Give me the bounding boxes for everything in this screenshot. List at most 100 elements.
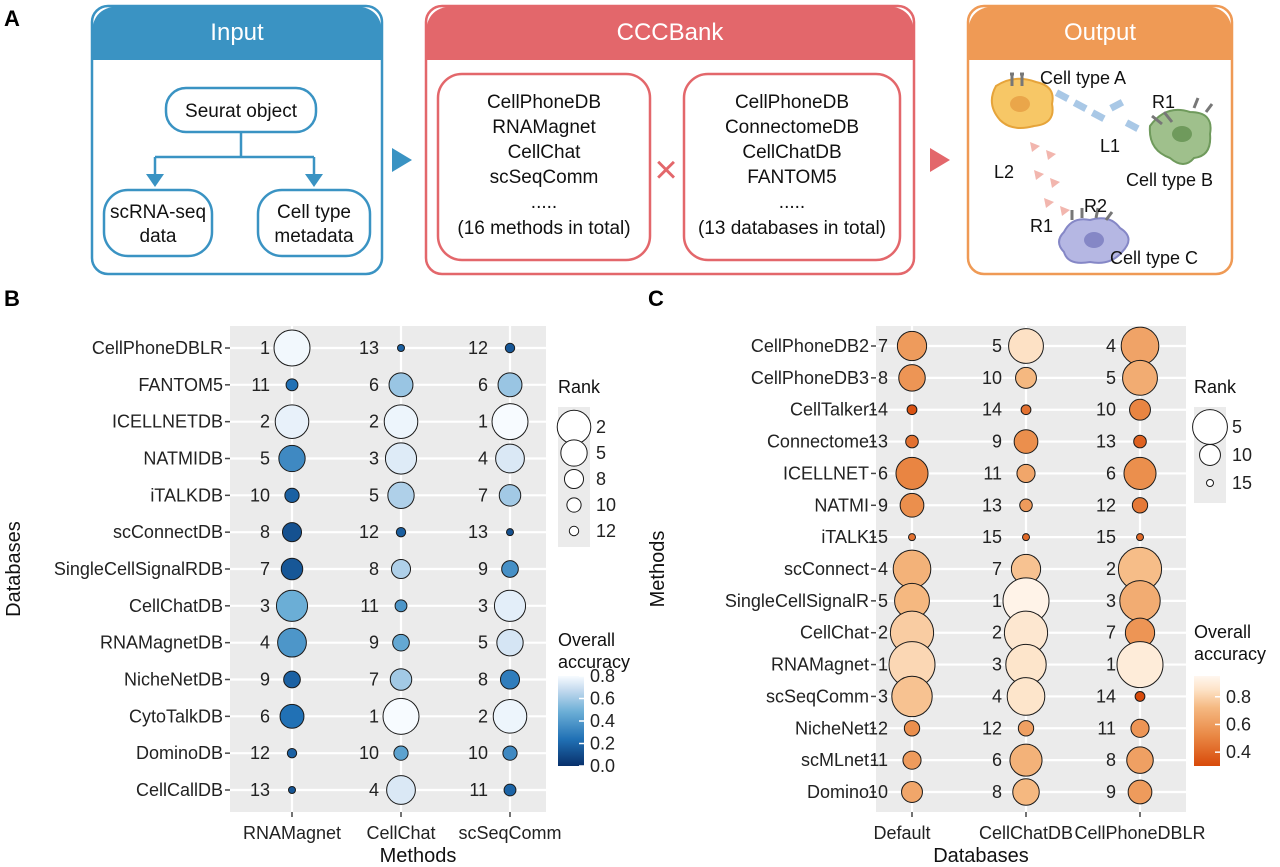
rna-node — [102, 188, 214, 258]
rank-label: 10 — [982, 368, 1002, 388]
bubble — [390, 558, 412, 580]
rank-label: 5 — [878, 591, 888, 611]
color-legend-label: 0.4 — [590, 711, 615, 731]
rank-label: 12 — [250, 743, 270, 763]
bubble — [497, 372, 523, 398]
cell-c-icon — [1058, 207, 1130, 264]
rna-label-1: scRNA-seq — [110, 202, 206, 223]
x-tick-label: RNAMagnet — [243, 823, 341, 843]
databases-list-box — [682, 72, 902, 262]
bubble — [277, 627, 307, 658]
rank-label: 14 — [1096, 686, 1116, 706]
cccbank-title: CCCBank — [617, 19, 725, 46]
bubble — [1015, 366, 1037, 389]
y-tick-label: CellChat — [800, 623, 869, 643]
l2-signal-triangles — [1030, 142, 1070, 216]
panel-label-b: B — [4, 286, 20, 311]
size-legend-circle — [1199, 444, 1221, 466]
rank-label: 3 — [260, 596, 270, 616]
rank-label: 15 — [868, 527, 888, 547]
bubble — [896, 330, 928, 362]
y-tick-label: FANTOM5 — [138, 375, 223, 395]
rank-label: 9 — [369, 633, 379, 653]
bubble — [1016, 463, 1036, 483]
rank-label: 11 — [869, 750, 888, 770]
method-item: CellChat — [508, 142, 582, 163]
color-legend-title: Overall — [1194, 622, 1251, 642]
rank-label: 15 — [1096, 527, 1116, 547]
bubble — [384, 442, 418, 475]
output-title: Output — [1064, 19, 1136, 46]
y-tick-label: Connectome — [767, 432, 869, 452]
y-tick-label: iTALKDB — [150, 485, 223, 505]
rank-label: 7 — [992, 559, 1002, 579]
rank-label: 9 — [992, 432, 1002, 452]
bubble — [502, 745, 518, 761]
rank-label: 9 — [478, 559, 488, 579]
bubble — [1009, 743, 1043, 777]
rank-label: 1 — [369, 706, 379, 726]
arrow-to-meta — [305, 174, 323, 187]
database-item: ..... — [779, 192, 805, 213]
bubble — [283, 670, 301, 689]
rank-label: 13 — [1096, 432, 1116, 452]
size-legend-label: 12 — [596, 521, 616, 541]
y-tick-label: scConnectDB — [113, 522, 223, 542]
rank-label: 2 — [478, 706, 488, 726]
size-legend-circle — [556, 409, 592, 445]
rank-label: 12 — [982, 718, 1002, 738]
rank-label: 3 — [478, 596, 488, 616]
cccbank-box: CCCBank CellPhoneDB RNAMagnet CellChat s… — [424, 4, 916, 276]
bubble — [394, 599, 408, 613]
bubble — [286, 747, 298, 759]
rank-label: 8 — [1106, 750, 1116, 770]
bubble — [281, 522, 303, 543]
bubble — [1129, 398, 1151, 421]
y-tick-label: CellTalker — [790, 400, 869, 420]
rank-label: 5 — [260, 449, 270, 469]
rank-label: 8 — [478, 670, 488, 690]
y-tick-label: RNAMagnet — [771, 655, 869, 675]
l1-signal-dashes — [1054, 89, 1140, 132]
l1-label: L1 — [1100, 136, 1120, 156]
size-legend-label: 10 — [596, 495, 616, 515]
bubble — [901, 781, 923, 803]
r2-c-label: R2 — [1084, 196, 1107, 216]
rank-label: 4 — [878, 559, 888, 579]
size-legend-circle — [1206, 479, 1214, 487]
size-legend-circle — [560, 439, 588, 467]
bubble — [279, 703, 305, 729]
bubble — [1130, 718, 1150, 738]
bubble — [895, 456, 929, 490]
rank-label: 11 — [983, 463, 1002, 483]
bubble — [274, 404, 310, 439]
color-legend-label: 0.8 — [1226, 687, 1251, 707]
rank-label: 10 — [468, 743, 488, 763]
rank-label: 1 — [878, 655, 888, 675]
bubble — [386, 775, 416, 805]
bubble — [1131, 497, 1149, 514]
database-item: ConnectomeDB — [725, 117, 859, 138]
bubble — [905, 434, 919, 449]
y-tick-label: RNAMagnetDB — [100, 633, 223, 653]
y-axis-title: Methods — [647, 531, 669, 608]
database-item: CellChatDB — [742, 142, 841, 163]
y-tick-label: DominoDB — [136, 743, 223, 763]
input-header — [92, 6, 382, 60]
bubble — [1123, 456, 1157, 490]
bubble — [285, 378, 299, 392]
rank-label: 8 — [992, 782, 1002, 802]
y-tick-label: SingleCellSignalR — [725, 591, 869, 611]
rank-label: 6 — [369, 375, 379, 395]
bubble — [496, 628, 524, 657]
bubble — [899, 492, 925, 518]
y-tick-label: NATMI — [814, 495, 869, 515]
size-legend-label: 15 — [1232, 473, 1252, 493]
color-legend-title: accuracy — [1194, 644, 1266, 664]
rank-label: 1 — [260, 338, 270, 358]
method-item: ..... — [531, 192, 557, 213]
bubble — [501, 560, 519, 578]
rank-label: 12 — [868, 718, 888, 738]
rank-label: 2 — [369, 412, 379, 432]
